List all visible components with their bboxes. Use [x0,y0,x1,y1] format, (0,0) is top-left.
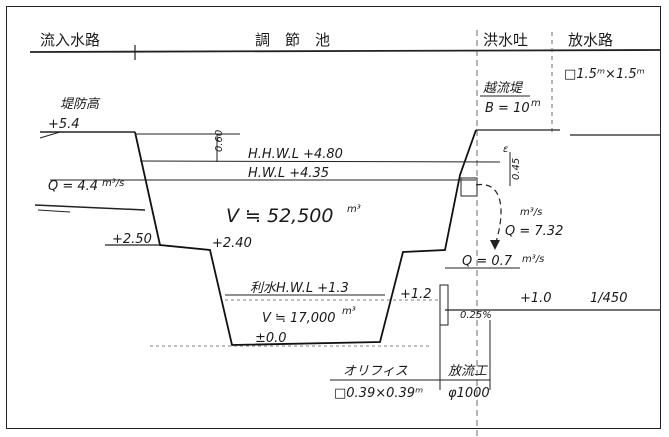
ground-hatch-2 [37,209,71,213]
header-rule [29,49,661,53]
weir-width-unit: m [531,98,541,109]
berm-level: +2.40 [212,236,252,251]
hhwl-line [139,160,501,163]
orifice-unit: m³/s [522,254,544,265]
left-bank-level: +2.50 [112,232,152,247]
inflow-q: Q = 4.4 [48,179,98,194]
header-pond: 調 節 池 [255,31,330,49]
irrigation-volume-unit: m³ [342,306,356,317]
weir-eps: ε [503,144,509,155]
irrigation-volume: V ≒ 17,000 [262,311,336,326]
spill-q: Q = 7.32 [505,224,563,239]
orifice-crest-level: +1.2 [400,287,432,302]
weir-width: B = 10 [485,101,530,116]
inflow-unit: m³/s [102,178,124,189]
orifice-label: オリフィス [343,364,408,379]
outlet-label: 放流工 [448,364,489,379]
flood-volume: V ≒ 52,500 [226,205,333,227]
spill-nappe-arrow [475,184,502,246]
weir-label: 越流堤 [483,81,524,96]
pipe-slope: 0.25% [460,310,492,321]
irrigation-hwl-label: 利水H.W.L +1.3 [250,281,349,296]
outlet-size: φ1000 [448,386,490,401]
header-spillway: 洪水吐 [483,31,528,49]
spill-arrowhead [490,240,500,250]
bottom-level: ±0.0 [255,331,287,346]
spill-unit: m³/s [520,207,542,218]
orifice-size: □0.39×0.39ᵐ [334,386,423,401]
flood-volume-unit: m³ [347,204,361,215]
channel-slope: 1/450 [590,291,627,306]
channel-size: □1.5ᵐ×1.5ᵐ [564,67,645,82]
hhwl-label: H.H.W.L +4.80 [248,147,343,162]
diagram-frame [6,6,661,429]
downstream-level: +1.0 [520,291,552,306]
orifice-q: Q = 0.7 [462,254,513,269]
pond-section-outline [134,129,477,346]
outlet-pipe [439,284,449,326]
embankment-level: +5.4 [48,117,80,132]
inflow-channel-bed [34,204,146,211]
header-inflow-channel: 流入水路 [40,31,100,49]
weir-notch [460,177,478,197]
freeboard-value: 0.60 [214,130,225,152]
weir-depth: 0.45 [511,158,522,180]
header-discharge-channel: 放水路 [568,31,613,49]
hwl-label: H.W.L +4.35 [248,166,329,181]
embankment-label: 堤防高 [60,97,101,112]
ground-hatch-1 [39,131,61,139]
